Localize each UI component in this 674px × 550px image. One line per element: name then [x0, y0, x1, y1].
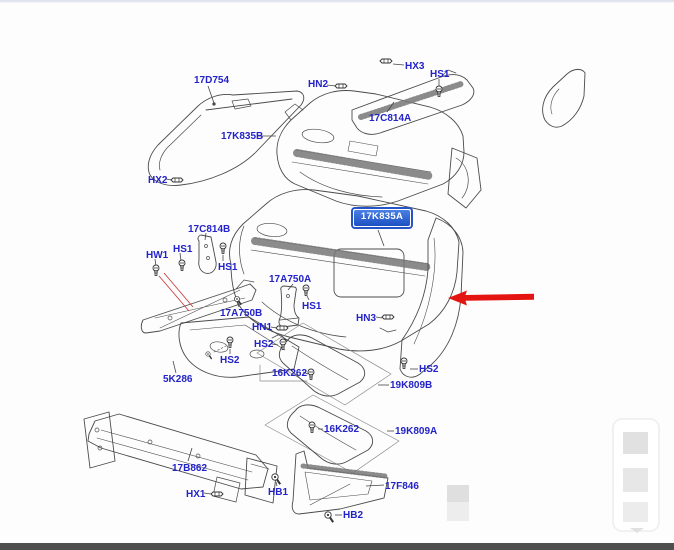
clip-hx3-icon: [379, 58, 393, 64]
window-top-strip-shadow: [0, 2, 674, 3]
bolt-hb2-icon: [323, 510, 335, 524]
leader-lines: [154, 63, 440, 516]
part-label-17B862[interactable]: 17B862: [172, 463, 208, 474]
part-drawing-17K835B: [276, 68, 586, 209]
screw-hs1-b-icon: [219, 242, 227, 255]
part-drawing-17F846: [291, 450, 389, 515]
part-drawing-17A750A: [278, 285, 300, 328]
screw-16k262-lower-icon: [308, 421, 316, 434]
part-drawing-17K835A: [229, 189, 464, 378]
part-drawing-17C814A: [351, 69, 475, 135]
faded-thumbnail-block: [623, 502, 648, 522]
part-label-17A750A[interactable]: 17A750A: [269, 274, 312, 285]
part-label-17C814B[interactable]: 17C814B: [188, 224, 231, 235]
clip-hx2-icon: [170, 177, 184, 183]
part-drawing-17A750B: [140, 279, 257, 334]
screw-hs1-c-icon: [302, 284, 310, 297]
faded-thumbnail-card: [612, 418, 660, 532]
red-leader-lines: [158, 272, 194, 312]
highlighted-part-number: 17K835A: [354, 210, 410, 226]
clip-hn2-icon: [334, 83, 348, 89]
screw-hs1-a-icon: [178, 259, 186, 272]
part-label-19K809B[interactable]: 19K809B: [390, 380, 433, 391]
faded-chevron-icon: [630, 528, 644, 533]
part-label-HN2[interactable]: HN2: [308, 79, 329, 90]
part-label-HN1[interactable]: HN1: [252, 322, 273, 333]
clip-hx1-icon: [210, 491, 224, 497]
part-label-HS2-a[interactable]: HS2: [254, 339, 274, 350]
part-label-HX3[interactable]: HX3: [405, 61, 425, 72]
fasteners: [152, 58, 443, 524]
red-pointer-arrow: [448, 290, 534, 306]
part-label-17K835B[interactable]: 17K835B: [221, 131, 264, 142]
bolt-panel-icon: [205, 351, 213, 360]
part-drawing-5K286: [178, 316, 300, 378]
part-label-17D754[interactable]: 17D754: [194, 75, 230, 86]
highlighted-part-label-17K835A[interactable]: 17K835A: [351, 207, 413, 229]
part-label-19K809A[interactable]: 19K809A: [395, 426, 438, 437]
part-label-5K286[interactable]: 5K286: [163, 374, 193, 385]
part-label-HS2-b[interactable]: HS2: [220, 355, 240, 366]
screw-hs2-b-icon: [226, 336, 234, 349]
faded-thumbnail-block: [623, 468, 648, 492]
part-label-17A750B[interactable]: 17A750B: [220, 308, 263, 319]
part-drawing-17C814B: [197, 234, 217, 274]
screw-16k262-left-icon: [307, 368, 315, 381]
faded-watermark-square: [447, 485, 469, 521]
part-label-HS1-b[interactable]: HS1: [218, 262, 238, 273]
part-label-HS2-c[interactable]: HS2: [419, 364, 439, 375]
part-label-HS1-c[interactable]: HS1: [302, 301, 322, 312]
window-bottom-bar: [0, 543, 674, 550]
faded-thumbnail-block: [623, 432, 648, 454]
part-label-HX2[interactable]: HX2: [148, 175, 168, 186]
part-label-HB1[interactable]: HB1: [268, 487, 289, 498]
part-label-HB2[interactable]: HB2: [343, 510, 364, 521]
part-label-HX1[interactable]: HX1: [186, 489, 206, 500]
part-label-17F846[interactable]: 17F846: [385, 481, 419, 492]
part-drawing-17D754: [147, 90, 305, 186]
screw-hw1-icon: [152, 264, 160, 277]
part-label-HW1[interactable]: HW1: [146, 250, 169, 261]
window-top-strip: [0, 0, 674, 2]
part-label-16K262-left[interactable]: 16K262: [272, 368, 308, 379]
part-label-17C814A[interactable]: 17C814A: [369, 113, 412, 124]
part-label-HS1-top[interactable]: HS1: [430, 69, 450, 80]
part-drawing-19K809B: [256, 322, 392, 406]
part-label-16K262-lower[interactable]: 16K262: [324, 424, 360, 435]
part-drawing-17B862: [83, 411, 278, 504]
clip-hn1-icon: [275, 325, 289, 331]
part-label-HN3[interactable]: HN3: [356, 313, 377, 324]
part-label-HS1-a[interactable]: HS1: [173, 244, 193, 255]
faded-watermark-square-top: [447, 485, 469, 502]
clip-hn3-icon: [381, 314, 395, 320]
screw-hs2-c-icon: [400, 357, 408, 370]
